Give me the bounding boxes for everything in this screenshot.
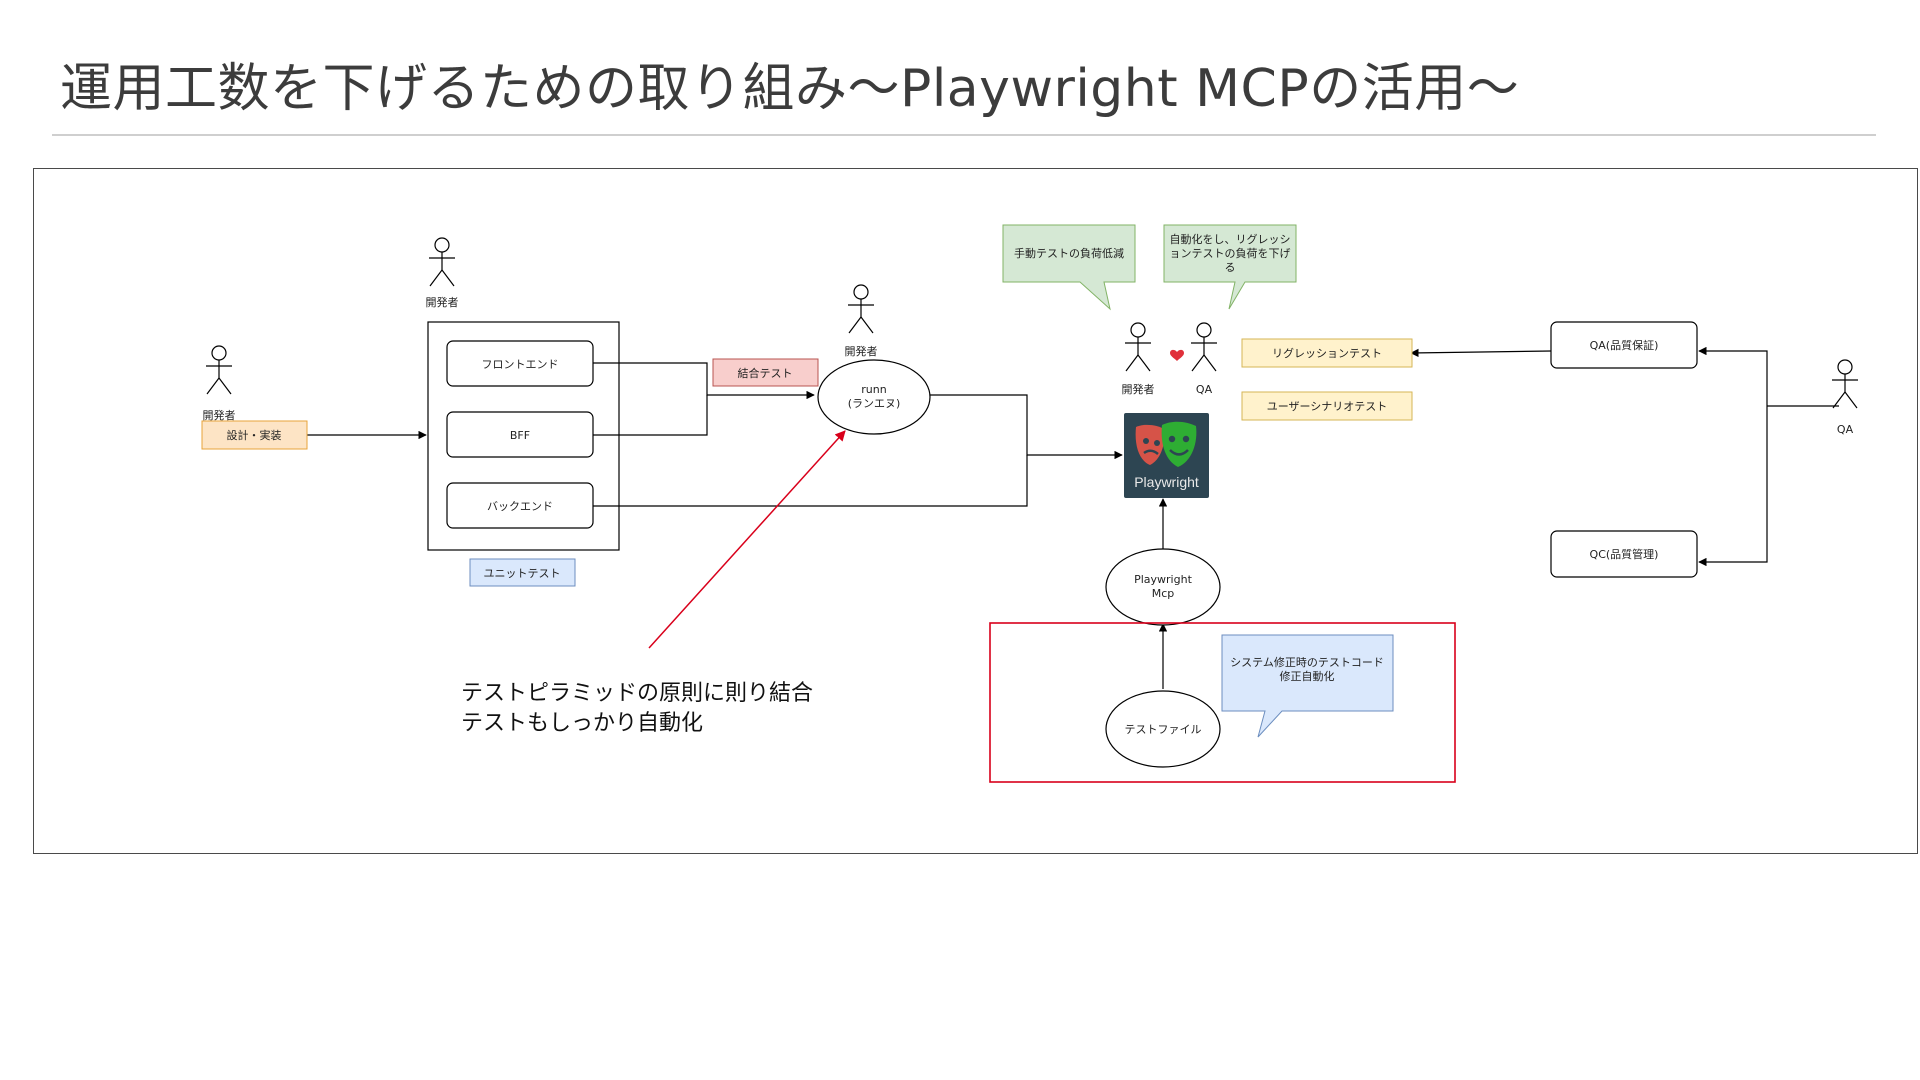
test-file-label: テストファイル	[1125, 723, 1202, 736]
regression-test-label: リグレッションテスト	[1272, 346, 1382, 360]
user-scenario-test-box	[1241, 391, 1413, 421]
actor-developer-playwright	[1125, 322, 1151, 372]
playwright-masks-icon	[1135, 421, 1197, 467]
callout-system-fix-line2: 修正自動化	[1280, 669, 1335, 683]
actor-developer-runn-label: 開発者	[845, 344, 878, 358]
actor-qa-playwright	[1191, 322, 1217, 372]
playwright-mcp-label-line2: Mcp	[1152, 587, 1175, 600]
actor-qa-right	[1832, 359, 1858, 409]
playwright-mcp-node	[1105, 548, 1221, 626]
actor-developer-playwright-label: 開発者	[1122, 382, 1155, 396]
edge-frontend-to-runn	[592, 362, 815, 400]
actor-developer-runn	[848, 284, 874, 334]
services-container	[427, 321, 620, 551]
heart-icon	[1170, 349, 1184, 361]
callout-automation	[1163, 224, 1297, 310]
edge-bff-to-runn	[592, 395, 708, 436]
playwright-logo: Playwright	[1124, 413, 1209, 498]
backend-box	[446, 482, 594, 529]
qa-assurance-box	[1550, 321, 1698, 369]
playwright-mcp-label-line1: Playwright	[1134, 573, 1192, 586]
highlight-frame	[989, 622, 1456, 783]
callout-automation-line3: る	[1225, 261, 1236, 274]
bff-box	[446, 411, 594, 458]
design-impl-label: 設計・実装	[227, 428, 282, 442]
diagram-frame: 開発者 開発者 開発者 開発者	[33, 168, 1918, 854]
callout-automation-line2: ョンテストの負荷を下げ	[1170, 247, 1291, 260]
qa-assurance-label: QA(品質保証)	[1590, 338, 1659, 352]
unit-test-label: ユニットテスト	[484, 567, 561, 580]
user-scenario-test-label: ユーザーシナリオテスト	[1267, 400, 1388, 413]
backend-label: バックエンド	[487, 500, 553, 513]
actor-developer-top	[429, 237, 455, 287]
unit-test-box	[469, 558, 576, 587]
slide-title: 運用工数を下げるための取り組み〜Playwright MCPの活用〜	[60, 59, 1520, 119]
flow-diagram: 開発者 開発者 開発者 開発者	[201, 224, 1858, 783]
playwright-logo-text: Playwright	[1134, 474, 1199, 490]
callout-system-fix-line1: システム修正時のテストコード	[1230, 655, 1384, 669]
regression-test-box	[1241, 338, 1413, 368]
runn-label-line1: runn	[861, 383, 886, 396]
bff-label: BFF	[510, 429, 530, 442]
callout-automation-line1: 自動化をし、リグレッシ	[1170, 232, 1291, 246]
actor-developer-top-label: 開発者	[426, 295, 459, 309]
edge-branch-to-qa-box	[1698, 346, 1768, 406]
callout-manual-test-text: 手動テストの負荷低減	[1014, 246, 1124, 260]
design-impl-box	[201, 420, 308, 450]
runn-node	[817, 359, 931, 435]
qc-control-label: QC(品質管理)	[1590, 547, 1659, 561]
edge-branch-to-qc-box	[1698, 406, 1768, 567]
edge-runn-to-playwright	[930, 394, 1123, 460]
annotation-note: テストピラミッドの原則に則り結合 テストもしっかり自動化	[461, 679, 813, 739]
actor-qa-right-label: QA	[1837, 423, 1854, 436]
annotation-note-line1: テストピラミッドの原則に則り結合	[461, 681, 814, 706]
callout-system-fix	[1221, 634, 1394, 738]
annotation-arrow	[648, 430, 846, 649]
frontend-label: フロントエンド	[482, 358, 559, 371]
integration-test-box	[712, 358, 819, 387]
edge-qa-to-regression	[1410, 348, 1552, 358]
annotation-note-line2: テストもしっかり自動化	[461, 711, 704, 736]
frontend-box	[446, 340, 594, 387]
edge-backend-to-playwright	[592, 455, 1028, 507]
actor-qa-playwright-label: QA	[1196, 383, 1213, 396]
integration-test-label: 結合テスト	[738, 366, 793, 380]
runn-label-line2: (ランエヌ)	[848, 397, 901, 410]
connectors	[307, 346, 1839, 689]
test-file-node	[1105, 690, 1221, 768]
actor-developer-left-label: 開発者	[203, 408, 236, 422]
actor-developer-left	[206, 345, 232, 395]
callout-manual-test	[1002, 224, 1136, 311]
title-divider	[52, 134, 1876, 136]
qc-control-box	[1550, 530, 1698, 578]
